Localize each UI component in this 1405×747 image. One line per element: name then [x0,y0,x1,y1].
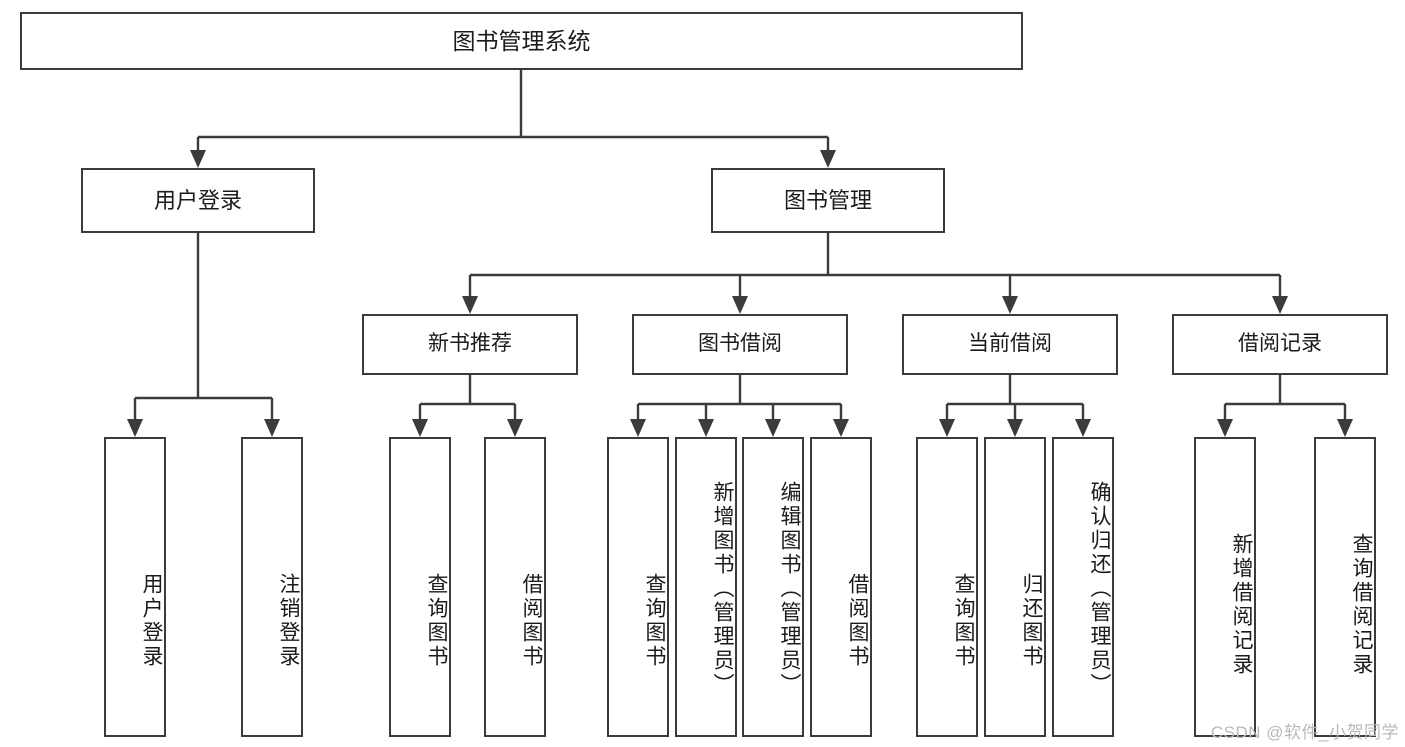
csdn-watermark: CSDN @软件_小贺同学 [1210,723,1399,742]
leaf-user-login[interactable]: 用户登录 [104,437,166,737]
node-current-borrow[interactable]: 当前借阅 [902,314,1118,375]
node-label: 查询图书 [425,573,448,669]
node-label: 编辑图书（管理员） [778,481,801,697]
node-label: 确认归还（管理员） [1088,481,1111,697]
node-label: 新增借阅记录 [1230,533,1253,677]
leaf-confirm-return-admin[interactable]: 确认归还（管理员） [1052,437,1114,737]
node-book-management[interactable]: 图书管理 [711,168,945,233]
node-book-borrow[interactable]: 图书借阅 [632,314,848,375]
node-label: 新增图书（管理员） [711,481,734,697]
leaf-query-book-current[interactable]: 查询图书 [916,437,978,737]
node-label: 借阅图书 [846,573,869,669]
leaf-add-borrow-record[interactable]: 新增借阅记录 [1194,437,1256,737]
node-label: 用户登录 [153,187,242,213]
node-label: 查询图书 [952,573,975,669]
node-new-book-recommend[interactable]: 新书推荐 [362,314,578,375]
node-root-book-management-system[interactable]: 图书管理系统 [20,12,1023,70]
leaf-query-book-borrow[interactable]: 查询图书 [607,437,669,737]
node-user-login[interactable]: 用户登录 [81,168,315,233]
node-label: 归还图书 [1020,573,1043,669]
node-label: 注销登录 [277,573,300,669]
node-label: 借阅图书 [520,573,543,669]
node-label: 查询借阅记录 [1350,533,1373,677]
node-label: 图书借阅 [698,332,782,356]
node-label: 用户登录 [140,573,163,669]
leaf-query-borrow-record[interactable]: 查询借阅记录 [1314,437,1376,737]
node-label: 当前借阅 [968,332,1052,356]
leaf-user-logout[interactable]: 注销登录 [241,437,303,737]
node-label: 借阅记录 [1238,332,1322,356]
leaf-return-book[interactable]: 归还图书 [984,437,1046,737]
node-label: 图书管理 [783,187,872,213]
node-label: 新书推荐 [428,332,512,356]
leaf-borrow-book-recommend[interactable]: 借阅图书 [484,437,546,737]
node-label: 查询图书 [643,573,666,669]
leaf-add-book-admin[interactable]: 新增图书（管理员） [675,437,737,737]
node-label: 图书管理系统 [452,27,591,54]
leaf-edit-book-admin[interactable]: 编辑图书（管理员） [742,437,804,737]
node-borrow-record[interactable]: 借阅记录 [1172,314,1388,375]
leaf-query-book-recommend[interactable]: 查询图书 [389,437,451,737]
leaf-borrow-book-borrow[interactable]: 借阅图书 [810,437,872,737]
